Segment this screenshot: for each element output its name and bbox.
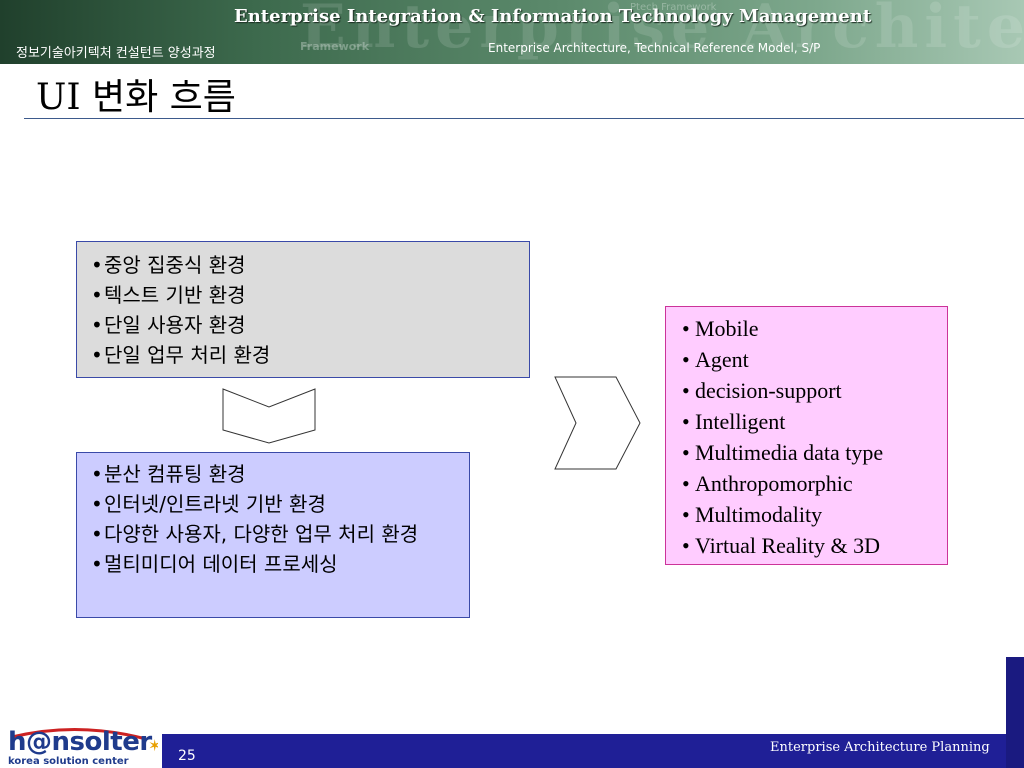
list-item: 멀티미디어 데이터 프로세싱 [91,549,459,579]
list-item: Mobile [682,313,941,344]
chevron-down-icon [222,388,316,444]
logo-name: h@nsolter [8,727,152,757]
list-item: 단일 업무 처리 환경 [91,340,519,370]
distributed-list: 분산 컴퓨팅 환경 인터넷/인트라넷 기반 환경 다양한 사용자, 다양한 업무… [91,459,459,579]
logo-swoosh-icon: ✶ [11,728,158,755]
company-logo: ✶ h@nsolter korea solution center [0,725,160,768]
list-item: 분산 컴퓨팅 환경 [91,459,459,489]
header-title: Enterprise Integration & Information Tec… [234,6,872,27]
future-list: Mobile Agent decision-support Intelligen… [682,313,941,561]
legacy-list: 중앙 집중식 환경 텍스트 기반 환경 단일 사용자 환경 단일 업무 처리 환… [91,250,519,370]
list-item: Multimodality [682,499,941,530]
legacy-environment-box: 중앙 집중식 환경 텍스트 기반 환경 단일 사용자 환경 단일 업무 처리 환… [76,241,530,378]
list-item: 다양한 사용자, 다양한 업무 처리 환경 [91,519,459,549]
list-item: decision-support [682,375,941,406]
header-banner: Enterprise Architecture Model Framework … [0,0,1024,64]
list-item: Anthropomorphic [682,468,941,499]
list-item: Agent [682,344,941,375]
chevron-right-icon [554,376,641,470]
footer-title: Enterprise Architecture Planning [770,740,990,755]
footer-bar [162,734,1006,768]
header-watermark: Enterprise Architecture Model [300,0,1024,62]
list-item: Intelligent [682,406,941,437]
future-ui-box: Mobile Agent decision-support Intelligen… [665,306,948,565]
header-course: 정보기술아키텍처 컨설턴트 양성과정 [16,46,216,61]
header-watermark-sub: Framework [300,40,370,53]
list-item: 인터넷/인트라넷 기반 환경 [91,489,459,519]
title-divider [24,118,1024,119]
page-number: 25 [178,748,196,764]
corner-strip [1006,657,1024,768]
list-item: Multimedia data type [682,437,941,468]
list-item: 중앙 집중식 환경 [91,250,519,280]
svg-text:✶: ✶ [148,736,158,755]
logo-tagline: korea solution center [8,756,129,767]
distributed-environment-box: 분산 컴퓨팅 환경 인터넷/인트라넷 기반 환경 다양한 사용자, 다양한 업무… [76,452,470,618]
header-watermark-top: Ptech Framework [630,2,717,13]
header-subtitle: Enterprise Architecture, Technical Refer… [488,41,821,55]
list-item: Virtual Reality & 3D [682,530,941,561]
page-title: UI 변화 흐름 [36,77,236,118]
list-item: 단일 사용자 환경 [91,310,519,340]
list-item: 텍스트 기반 환경 [91,280,519,310]
